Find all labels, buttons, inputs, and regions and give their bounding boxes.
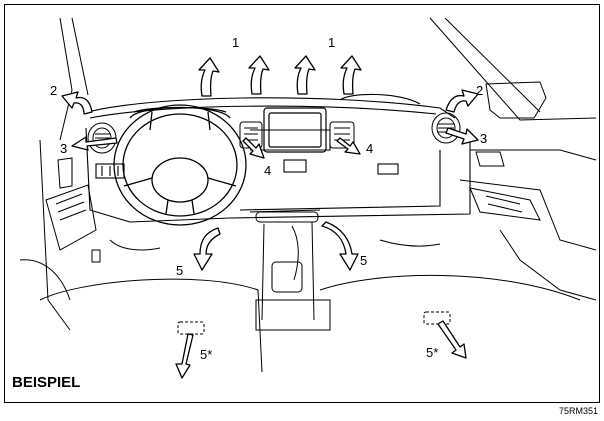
center-display [263,107,327,153]
callout-5-right: 5 [360,253,368,268]
figure-code: 75RM351 [558,406,598,416]
callout-3-right: 3 [480,131,488,146]
center-vents [239,121,355,149]
right-door-outline [429,17,597,301]
arrows-vent-4 [242,137,361,159]
callout-2-left: 2 [50,83,58,98]
callout-1a: 1 [232,35,240,50]
arrows-vent-3 [71,127,479,151]
front-seats [39,239,581,373]
callout-4-right: 4 [366,141,374,156]
callout-5-rear-left: 5* [200,347,213,362]
arrows-vent-1 [198,55,362,97]
arrows-vent-2 [61,89,479,115]
left-door-outline [19,17,101,331]
arrows-vent-5 [193,221,359,271]
arrows-vent-5-rear [175,320,467,379]
callout-1b: 1 [328,35,336,50]
callout-3-left: 3 [60,141,68,156]
callout-5-left: 5 [176,263,184,278]
dashboard [85,93,471,223]
center-console [249,209,331,331]
steering-wheel [113,104,247,226]
callout-5-rear-right: 5* [426,345,439,360]
callout-4-left: 4 [264,163,272,178]
diagram-caption: BEISPIEL [12,374,81,391]
callout-2-right: 2 [476,83,484,98]
